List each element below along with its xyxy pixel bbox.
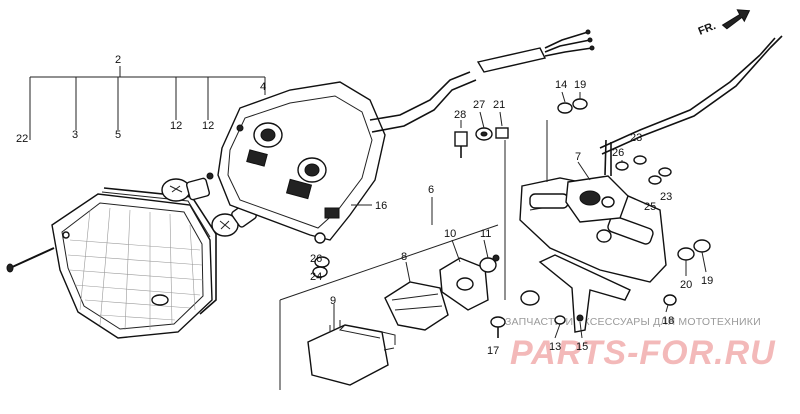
callout-19a: 19 bbox=[574, 79, 586, 91]
watermark-caption: ЗАПЧАСТИ И АКСЕССУАРЫ ДЛЯ МОТОТЕХНИКИ bbox=[505, 316, 761, 328]
callout-16: 16 bbox=[375, 200, 387, 212]
leader-lines bbox=[333, 91, 707, 339]
tail-housing bbox=[217, 71, 477, 244]
front-label: FR. bbox=[697, 20, 718, 38]
callout-10: 10 bbox=[444, 228, 456, 240]
callout-25: 25 bbox=[644, 201, 656, 213]
bulb-socket bbox=[307, 320, 396, 386]
bulb-upper bbox=[161, 172, 214, 202]
callout-24: 24 bbox=[310, 271, 322, 283]
callout-5: 5 bbox=[115, 129, 121, 141]
callout-labels: 2 3 4 5 6 7 8 9 10 11 12 12 13 14 15 16 … bbox=[16, 54, 713, 357]
callout-8: 8 bbox=[401, 251, 407, 263]
tail-lens bbox=[51, 193, 213, 339]
callout-bracket-2 bbox=[29, 66, 266, 140]
callout-12a: 12 bbox=[170, 120, 182, 132]
hardware-small bbox=[312, 98, 711, 338]
watermark-brand: PARTS-FOR.RU bbox=[510, 334, 776, 372]
callout-26a: 26 bbox=[310, 253, 322, 265]
callout-28: 28 bbox=[454, 109, 466, 121]
callout-2: 2 bbox=[115, 54, 121, 66]
callout-15: 15 bbox=[576, 341, 588, 353]
callout-26b: 26 bbox=[612, 147, 624, 159]
callout-7: 7 bbox=[575, 151, 581, 163]
bracket-stay bbox=[538, 254, 631, 333]
callout-bracket-6 bbox=[279, 197, 499, 390]
callout-3: 3 bbox=[72, 129, 78, 141]
callout-22: 22 bbox=[16, 133, 28, 145]
callout-12b: 12 bbox=[202, 120, 214, 132]
license-light-wires bbox=[599, 35, 783, 176]
callout-4: 4 bbox=[260, 81, 266, 93]
socket-cover bbox=[384, 281, 449, 331]
wire-harness bbox=[476, 29, 595, 73]
license-bulb bbox=[479, 254, 500, 273]
callout-13: 13 bbox=[549, 341, 561, 353]
callout-23a: 23 bbox=[630, 132, 642, 144]
callout-19b: 19 bbox=[701, 275, 713, 287]
callout-20: 20 bbox=[680, 279, 692, 291]
callout-21: 21 bbox=[493, 99, 505, 111]
callout-18: 18 bbox=[662, 315, 674, 327]
callout-23b: 23 bbox=[660, 191, 672, 203]
license-light-bracket bbox=[519, 175, 667, 283]
callout-27: 27 bbox=[473, 99, 485, 111]
front-direction-arrow: FR. bbox=[697, 9, 751, 38]
callout-6: 6 bbox=[428, 184, 434, 196]
lens-screw bbox=[6, 247, 55, 273]
socket-plate bbox=[439, 257, 489, 311]
callout-14: 14 bbox=[555, 79, 567, 91]
callout-17: 17 bbox=[487, 345, 499, 357]
callout-9: 9 bbox=[330, 295, 336, 307]
callout-11: 11 bbox=[480, 228, 491, 240]
